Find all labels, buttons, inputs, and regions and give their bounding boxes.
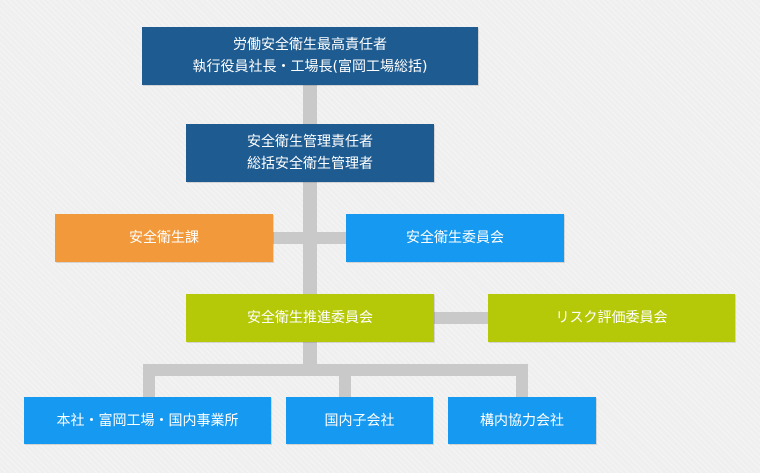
bottom-unit-head-office: 本社・富岡工場・国内事業所 xyxy=(24,397,271,444)
manager-box: 安全衛生管理責任者 総括安全衛生管理者 xyxy=(186,124,434,182)
top-officer-title: 労働安全衛生最高責任者 xyxy=(233,37,387,53)
connector-section-committee xyxy=(272,232,346,244)
safety-section-label: 安全衛生課 xyxy=(129,230,199,246)
promotion-committee-label: 安全衛生推進委員会 xyxy=(247,310,373,326)
connector-bottom-horizontal xyxy=(143,364,528,376)
safety-committee-box: 安全衛生委員会 xyxy=(346,214,564,262)
manager-role: 総括安全衛生管理者 xyxy=(247,156,373,172)
connector-drop-middle xyxy=(339,364,351,398)
connector-drop-left xyxy=(143,364,155,398)
risk-committee-box: リスク評価委員会 xyxy=(488,294,735,342)
bottom-unit-contractors: 構内協力会社 xyxy=(448,397,596,444)
bottom-unit-label: 構内協力会社 xyxy=(480,412,564,429)
top-officer-role: 執行役員社長・工場長(富岡工場総括) xyxy=(192,59,428,75)
manager-title: 安全衛生管理責任者 xyxy=(247,134,373,150)
safety-committee-label: 安全衛生委員会 xyxy=(406,230,504,246)
risk-committee-label: リスク評価委員会 xyxy=(555,310,668,326)
bottom-unit-label: 本社・富岡工場・国内事業所 xyxy=(56,412,239,429)
top-officer-box: 労働安全衛生最高責任者 執行役員社長・工場長(富岡工場総括) xyxy=(142,27,478,85)
connector-promotion-risk xyxy=(434,312,488,324)
bottom-unit-label: 国内子会社 xyxy=(324,412,395,429)
promotion-committee-box: 安全衛生推進委員会 xyxy=(186,294,434,342)
connector-drop-right xyxy=(516,364,528,398)
safety-section-box: 安全衛生課 xyxy=(55,214,273,262)
bottom-unit-subsidiaries: 国内子会社 xyxy=(286,397,433,444)
